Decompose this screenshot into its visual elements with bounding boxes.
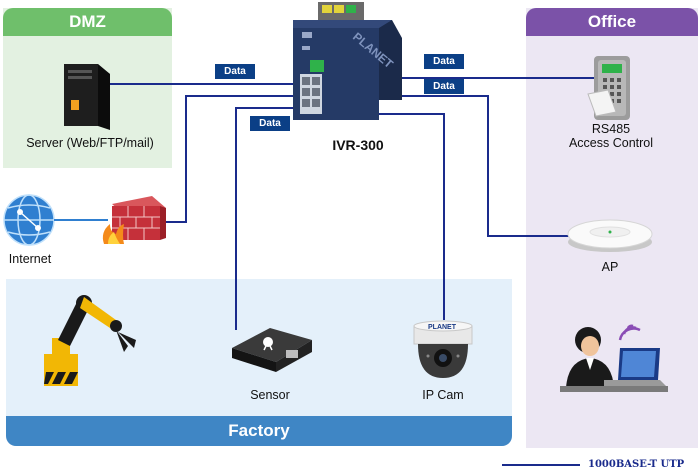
ipcam-label: IP Cam — [422, 388, 464, 402]
access-control-icon — [587, 56, 630, 120]
data-tag-server-link: Data — [215, 64, 255, 79]
server-label: Server (Web/FTP/mail) — [26, 136, 154, 150]
link-sensor — [235, 107, 300, 330]
router-icon: PLANET — [293, 2, 402, 120]
ap-label: AP — [601, 260, 619, 274]
data-tag-rs485-link: Data — [424, 54, 464, 69]
data-tag-sensor-link: Data — [250, 116, 290, 131]
ipcam-brand-label: PLANET — [428, 324, 457, 331]
router-label: IVR-300 — [332, 137, 384, 153]
sensor-label: Sensor — [250, 388, 290, 402]
link-ap — [318, 95, 570, 237]
legend-label: 1000BASE-T UTP — [588, 459, 685, 470]
firewall-icon — [102, 196, 166, 244]
links — [108, 72, 596, 466]
robot-arm-icon — [44, 295, 136, 386]
data-tag-ap-link: Data — [424, 79, 464, 94]
access-point-icon — [567, 219, 653, 252]
factory-zone-header: Factory — [6, 416, 512, 446]
internet-label: Internet — [8, 252, 52, 266]
laptop-user-icon — [560, 324, 668, 392]
ip-camera-icon: PLANET — [413, 320, 473, 378]
server-icon — [64, 64, 110, 130]
office-zone-header: Office — [526, 8, 698, 36]
access-control-label: Access Control — [568, 136, 654, 150]
sensor-icon — [232, 328, 312, 372]
dmz-zone-header: DMZ — [3, 8, 172, 36]
rs485-label: RS485 — [591, 122, 631, 136]
internet-globe-icon — [3, 194, 55, 246]
link-firewall — [166, 95, 300, 223]
